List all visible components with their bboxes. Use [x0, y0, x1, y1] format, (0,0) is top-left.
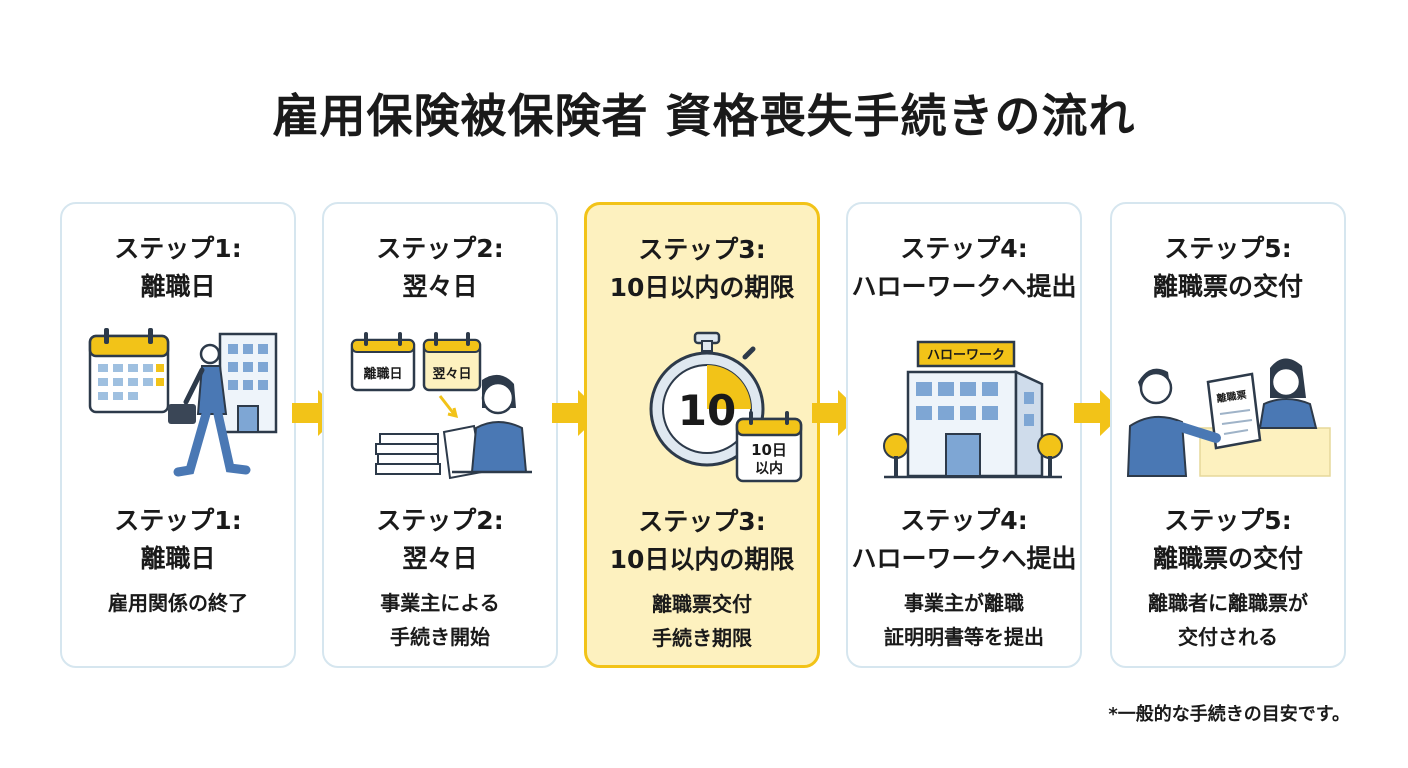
calendar-icon: 10日 以内 — [735, 411, 803, 483]
step-description: 離職票交付 手続き期限 — [652, 592, 752, 650]
calendar-label: 離職日 — [363, 366, 402, 382]
building-icon — [218, 332, 278, 434]
document-label: 離職票 — [1216, 388, 1248, 405]
calendar-icon: 翌々日 — [422, 332, 482, 392]
handing-document-icon: 離職票 — [1126, 358, 1331, 477]
step-description: 離職者に離職票が 交付される — [1148, 591, 1308, 649]
step-heading-top: ステップ2: 翌々日 — [376, 234, 504, 301]
step-card-5: ステップ5: 離職票の交付 離職票 ステップ5: 離職票の交付 離職者に離職票が… — [1110, 202, 1346, 668]
documents-icon — [375, 424, 484, 480]
step-heading-top: ステップ5: 離職票の交付 — [1152, 234, 1303, 301]
step-card-3: ステップ3: 10日以内の期限 10 10日 以内 ステップ3: 10日以内の期… — [584, 202, 820, 668]
step-card-2: ステップ2: 翌々日 離職日 翌々日 — [322, 202, 558, 668]
step-heading-bottom: ステップ2: 翌々日 — [376, 506, 504, 573]
staff-person-icon — [1258, 358, 1318, 429]
calendar-icon — [88, 328, 170, 414]
footnote: *一般的な手続きの目安です。 — [1108, 704, 1350, 725]
stopwatch-icon: 10 — [649, 331, 765, 467]
step-description: 事業主が離職 証明明書等を提出 — [884, 591, 1044, 649]
step-heading-top: ステップ1: 離職日 — [114, 234, 242, 301]
document-icon: 離職票 — [1206, 372, 1262, 450]
calendar-icon: 離職日 — [350, 332, 416, 392]
calendar-text: 10日 — [751, 441, 787, 459]
clerk-person-icon — [452, 374, 532, 474]
step-heading-bottom: ステップ4: ハローワークへ提出 — [851, 506, 1077, 573]
step-description: 事業主による 手続き開始 — [380, 591, 500, 649]
office-building-icon: ハローワーク — [883, 340, 1063, 479]
building-sign: ハローワーク — [927, 348, 1005, 363]
calendar-building-person-icon — [88, 328, 278, 477]
step-heading-bottom: ステップ3: 10日以内の期限 — [609, 507, 795, 574]
calendar-label: 翌々日 — [432, 367, 471, 382]
step-card-4: ステップ4: ハローワークへ提出 ハローワーク ステップ4: ハローワークへ提出… — [846, 202, 1082, 668]
step-heading-top: ステップ4: ハローワークへ提出 — [851, 234, 1077, 301]
walking-person-icon — [168, 343, 251, 477]
stopwatch-calendar-icon: 10 10日 以内 — [649, 331, 803, 483]
step-heading-top: ステップ3: 10日以内の期限 — [609, 235, 795, 302]
receiver-person-icon — [1126, 368, 1221, 477]
calendars-documents-icon: 離職日 翌々日 — [350, 332, 532, 480]
page-title: 雇用保険被保険者 資格喪失手続きの流れ — [272, 89, 1136, 143]
step-heading-bottom: ステップ1: 離職日 — [114, 506, 242, 573]
calendar-text: 以内 — [755, 460, 783, 477]
step-heading-bottom: ステップ5: 離職票の交付 — [1152, 506, 1303, 573]
step-description: 雇用関係の終了 — [108, 591, 248, 615]
timer-number: 10 — [678, 386, 736, 435]
step-card-1: ステップ1: 離職日 — [60, 202, 296, 668]
